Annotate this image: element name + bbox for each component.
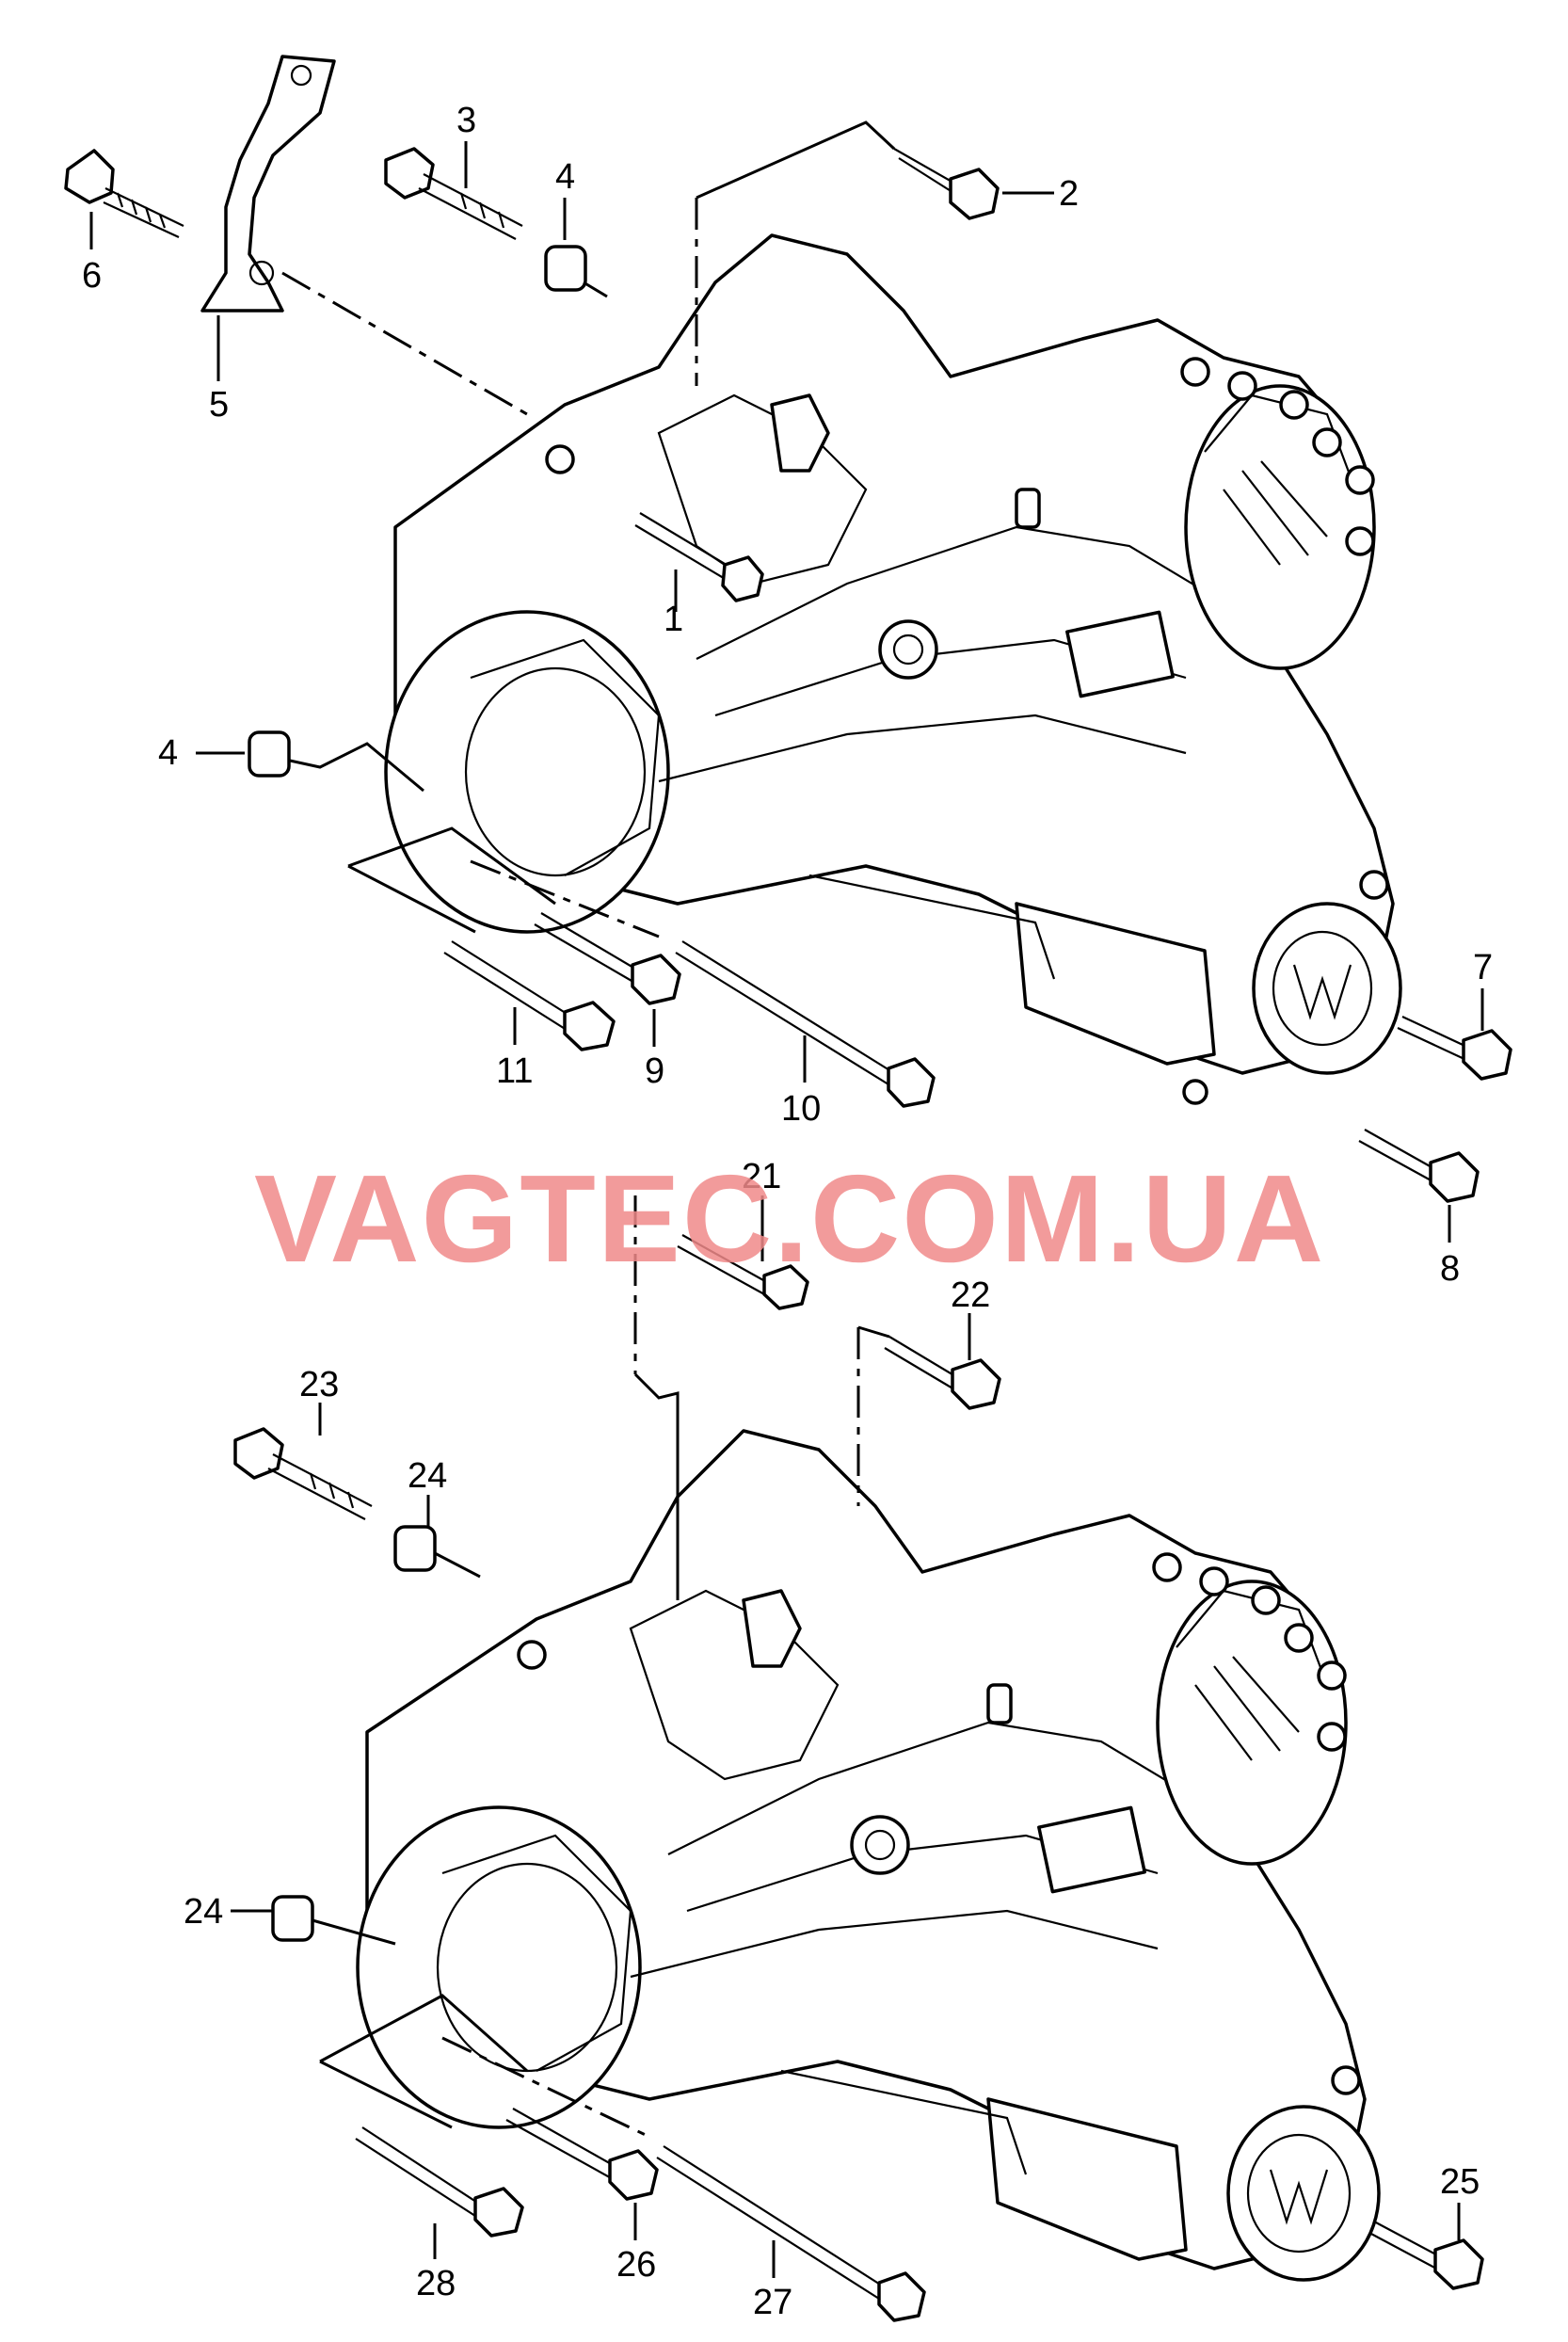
callout-3: 3 [456, 101, 476, 140]
callout-26: 26 [616, 2245, 656, 2285]
upper-leaders [89, 141, 1484, 1243]
callout-23: 23 [299, 1365, 339, 1404]
callout-24b: 24 [184, 1892, 223, 1932]
callout-4a: 4 [555, 157, 575, 197]
callout-9: 9 [645, 1051, 664, 1091]
bolt-27-icon [877, 2271, 926, 2322]
callout-4b: 4 [158, 733, 178, 773]
upper-callouts: 1 2 3 4 4 5 6 7 8 9 10 11 [82, 101, 1493, 1289]
callout-24a: 24 [408, 1456, 447, 1496]
bushing-24b-icon [271, 1895, 314, 1942]
bolt-8-icon [1429, 1151, 1480, 1203]
callout-8: 8 [1440, 1249, 1460, 1289]
bolt-28-icon [473, 2187, 524, 2238]
upper-loose-parts [64, 55, 1512, 1203]
callout-25: 25 [1440, 2162, 1480, 2202]
bolt-3-icon [384, 147, 435, 200]
lower-leaders [231, 1195, 1461, 2278]
bolt-21-icon [762, 1264, 809, 1310]
bushing-4b-icon [248, 730, 291, 778]
bolt-2-icon [949, 168, 1000, 220]
watermark: VAGTEC.COM.UA [254, 1149, 1325, 1288]
bolt-23-icon [233, 1427, 284, 1480]
callout-1: 1 [664, 600, 683, 639]
bolt-25-icon [1433, 2238, 1484, 2290]
callout-11: 11 [496, 1051, 533, 1091]
callout-22: 22 [951, 1275, 990, 1315]
callout-27: 27 [753, 2283, 792, 2322]
callout-10: 10 [781, 1089, 821, 1129]
callout-2: 2 [1059, 174, 1079, 214]
bolt-26-icon [608, 2149, 659, 2201]
bolt-22-icon [951, 1358, 1001, 1410]
bolt-10-icon [887, 1057, 936, 1108]
bushing-24-icon [393, 1525, 437, 1572]
bracket-5-icon [200, 55, 336, 313]
callout-28: 28 [416, 2264, 456, 2303]
callout-7: 7 [1473, 948, 1493, 987]
bushing-4-icon [544, 245, 587, 292]
gearbox-upper [384, 233, 1402, 1105]
gearbox-lower [356, 1429, 1381, 2282]
bolt-11-icon [563, 1001, 616, 1051]
bolt-9-icon [631, 954, 681, 1005]
bolt-6-icon [64, 149, 115, 204]
callout-21: 21 [742, 1157, 781, 1196]
callout-6: 6 [82, 256, 102, 296]
lower-callouts: 21 22 23 24 24 25 26 27 28 [184, 1157, 1480, 2322]
callout-5: 5 [209, 385, 229, 425]
bolt-7-icon [1462, 1029, 1512, 1081]
lower-loose-parts [233, 1195, 1484, 2322]
